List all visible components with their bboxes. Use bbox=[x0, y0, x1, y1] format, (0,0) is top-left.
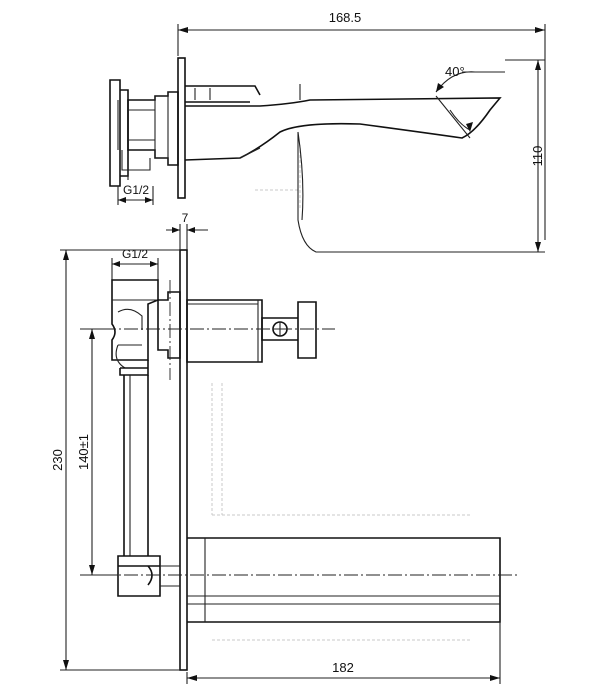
top-valve-body bbox=[127, 91, 179, 166]
bottom-wall-plate bbox=[179, 249, 188, 671]
dim-plate-offset: 7 bbox=[182, 211, 189, 225]
ghost-marks bbox=[211, 145, 470, 641]
top-handle bbox=[185, 85, 261, 103]
dim-thread-side: G1/2 bbox=[122, 247, 148, 261]
bottom-spout bbox=[187, 537, 501, 623]
dim-spout-height: 110 bbox=[530, 146, 545, 167]
top-wall-plate bbox=[177, 57, 186, 199]
bottom-handle-knob bbox=[261, 301, 317, 359]
bottom-view: 7 G1/2 230 bbox=[50, 211, 520, 684]
dim-thread-top: G1/2 bbox=[123, 183, 149, 197]
bottom-valve-body bbox=[157, 291, 181, 359]
angle-arc bbox=[435, 71, 505, 139]
top-spout bbox=[184, 97, 502, 161]
dim-outlet-spacing: 140±1 bbox=[76, 434, 91, 470]
dim-top-width: 168.5 bbox=[329, 10, 362, 25]
dim-bottom-width: 182 bbox=[332, 660, 354, 675]
dim-overall-height: 230 bbox=[50, 449, 65, 471]
bottom-handle-body bbox=[186, 299, 263, 363]
top-water-flow bbox=[297, 131, 545, 253]
bottom-outlet-elbow bbox=[117, 555, 161, 597]
dim-angle: 40° bbox=[445, 64, 465, 79]
top-view: 168.5 110 40° G1/2 bbox=[109, 10, 546, 253]
bottom-valve-inlet bbox=[111, 279, 159, 361]
bottom-riser-pipe bbox=[123, 375, 149, 556]
